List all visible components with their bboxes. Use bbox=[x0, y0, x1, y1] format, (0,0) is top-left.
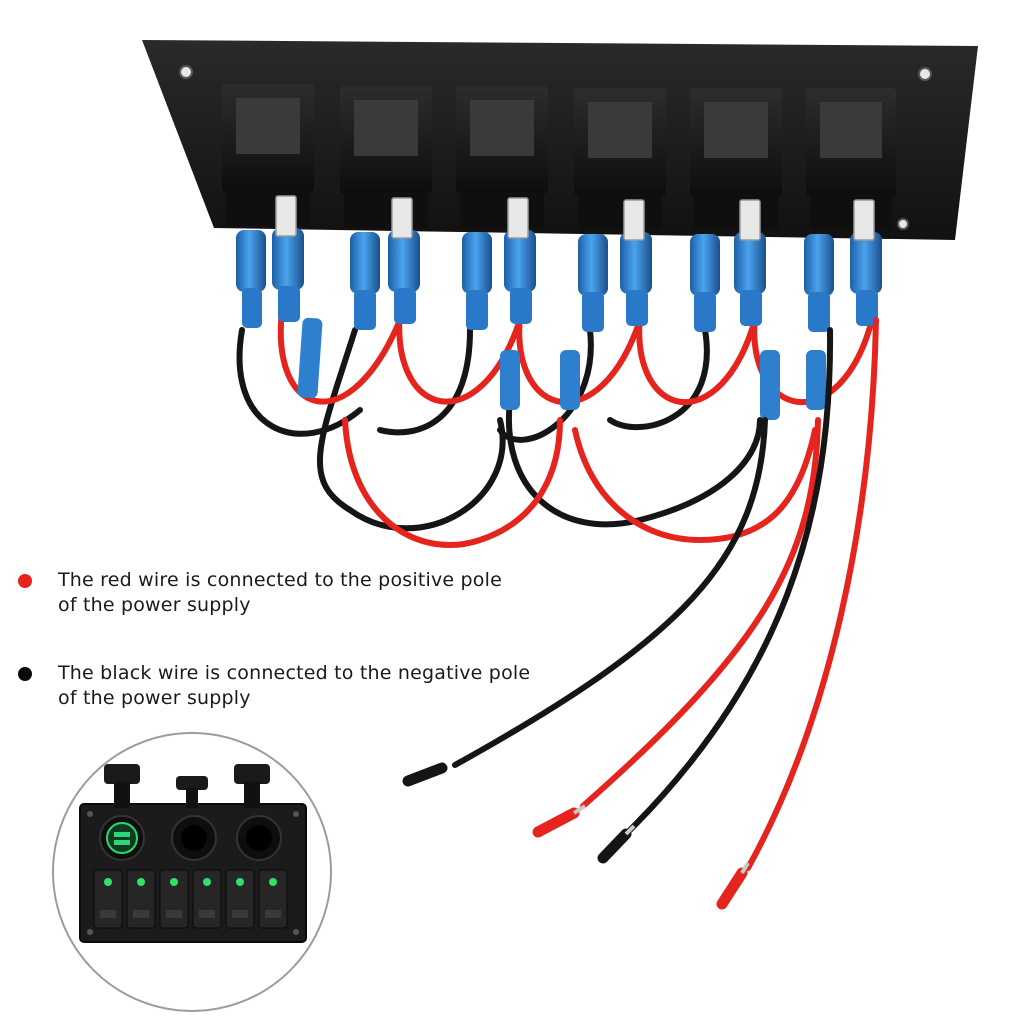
rocker-switch-bodies bbox=[222, 84, 896, 230]
red-wire bbox=[277, 307, 403, 405]
black-lead bbox=[452, 417, 768, 768]
black-wire bbox=[505, 397, 763, 528]
red-wire bbox=[342, 417, 563, 548]
connector bbox=[620, 232, 652, 326]
black-lead bbox=[627, 327, 834, 833]
switch-body bbox=[574, 88, 666, 230]
red-wire bbox=[572, 427, 818, 544]
rocker-switch bbox=[258, 869, 288, 929]
connector-angled bbox=[560, 350, 580, 410]
screw-hole bbox=[179, 65, 193, 79]
switch-body bbox=[806, 88, 896, 230]
blue-connectors bbox=[236, 228, 882, 420]
connector bbox=[578, 234, 608, 332]
switch-body bbox=[222, 84, 314, 226]
red-wire bbox=[751, 312, 875, 406]
usb-charger-icon bbox=[99, 815, 145, 861]
rocker-switch bbox=[93, 869, 123, 929]
connector bbox=[350, 232, 380, 330]
legend-black-text: The black wire is connected to the negat… bbox=[58, 661, 530, 711]
lead-wires bbox=[452, 317, 879, 871]
socket-cap-icon bbox=[176, 776, 208, 808]
legend-red-line1: The red wire is connected to the positiv… bbox=[58, 569, 503, 591]
panel-front-inset bbox=[52, 732, 332, 1012]
jumper-wires bbox=[236, 307, 875, 548]
legend-black-line1: The black wire is connected to the negat… bbox=[58, 662, 531, 684]
red-dot-icon bbox=[18, 574, 32, 588]
black-wire bbox=[317, 327, 506, 532]
panel-front-illustration bbox=[79, 764, 307, 943]
socket-cap-icon bbox=[234, 764, 270, 808]
connector-angled bbox=[500, 350, 520, 410]
rocker-switch bbox=[192, 869, 222, 929]
socket-icon bbox=[236, 815, 282, 861]
black-wire bbox=[236, 327, 363, 437]
rocker-switch bbox=[126, 869, 156, 929]
black-wire bbox=[607, 327, 710, 430]
connector bbox=[804, 234, 834, 332]
connector bbox=[462, 232, 492, 330]
red-lead bbox=[745, 317, 879, 871]
connector-angled bbox=[760, 350, 780, 420]
switch-body bbox=[340, 86, 432, 228]
connector bbox=[504, 230, 536, 324]
connector bbox=[272, 228, 304, 322]
socket-icon bbox=[171, 815, 217, 861]
connector bbox=[236, 230, 266, 328]
red-wire bbox=[636, 312, 758, 405]
black-dot-icon bbox=[18, 667, 32, 681]
connector bbox=[388, 230, 420, 324]
connector-angled bbox=[297, 317, 323, 399]
connector bbox=[850, 232, 882, 326]
rocker-switches bbox=[93, 869, 288, 929]
switch-body bbox=[456, 86, 548, 228]
connector bbox=[690, 234, 720, 332]
rocker-switch bbox=[159, 869, 189, 929]
legend-black-line2: of the power supply bbox=[58, 687, 251, 709]
black-wire bbox=[377, 327, 473, 436]
usb-cap-icon bbox=[104, 764, 140, 808]
rocker-switch bbox=[225, 869, 255, 929]
connector-angled bbox=[806, 350, 826, 410]
wire-ends bbox=[402, 762, 750, 910]
switch-body bbox=[690, 88, 782, 230]
red-lead bbox=[580, 417, 821, 809]
screw-hole bbox=[897, 218, 909, 230]
legend-red-line2: of the power supply bbox=[58, 594, 251, 616]
connector bbox=[734, 232, 766, 326]
screw-hole bbox=[918, 67, 932, 81]
spade-terminals bbox=[275, 195, 875, 241]
legend-red-text: The red wire is connected to the positiv… bbox=[58, 568, 502, 618]
